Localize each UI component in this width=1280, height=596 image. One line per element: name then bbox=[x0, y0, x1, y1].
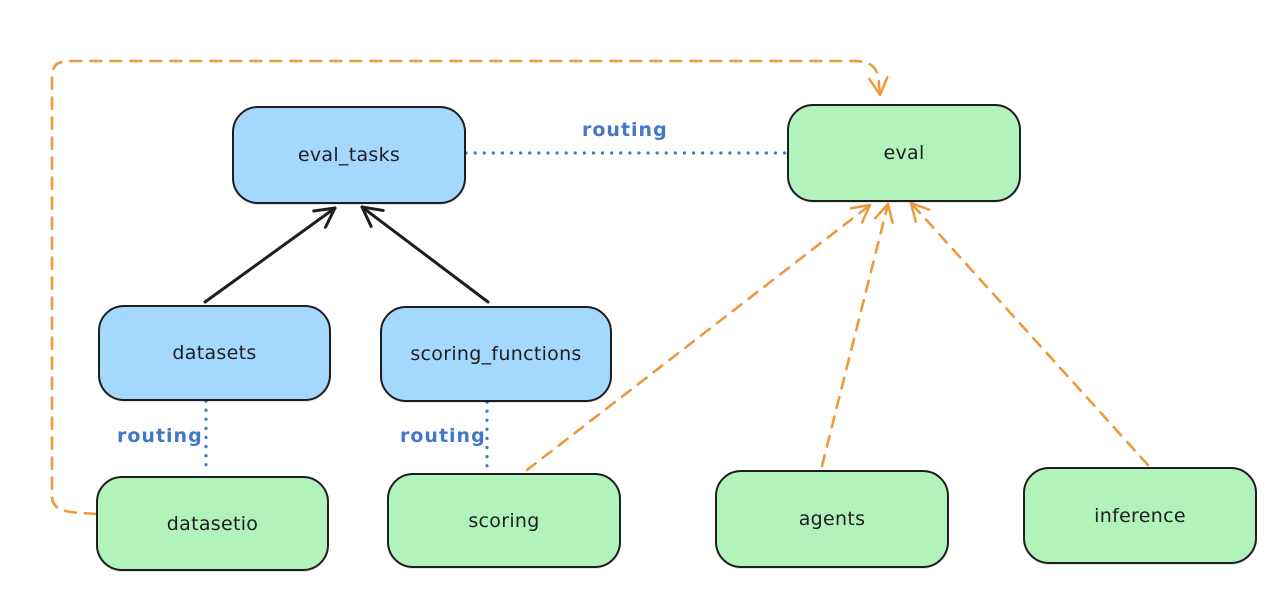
node-scoring-functions: scoring_functions bbox=[380, 306, 612, 402]
edge-datasets-evaltasks bbox=[203, 206, 337, 304]
edge-scoring-eval bbox=[525, 203, 872, 472]
routing-label-datasets-datasetio: routing bbox=[117, 425, 203, 447]
edge-scoringfunctions-evaltasks bbox=[360, 205, 490, 304]
routing-label-evaltasks-eval: routing bbox=[582, 119, 668, 141]
node-datasets: datasets bbox=[98, 305, 331, 401]
edge-agents-eval bbox=[820, 202, 894, 468]
node-inference: inference bbox=[1023, 467, 1257, 564]
edge-inference-eval bbox=[909, 201, 1150, 467]
node-eval-tasks: eval_tasks bbox=[232, 106, 466, 204]
node-datasetio: datasetio bbox=[96, 476, 329, 571]
node-eval: eval bbox=[787, 104, 1021, 202]
routing-label-scoringfunctions-scoring: routing bbox=[400, 425, 486, 447]
edge-datasetio-eval bbox=[50, 59, 889, 516]
node-agents: agents bbox=[715, 470, 949, 568]
node-scoring: scoring bbox=[387, 473, 621, 568]
